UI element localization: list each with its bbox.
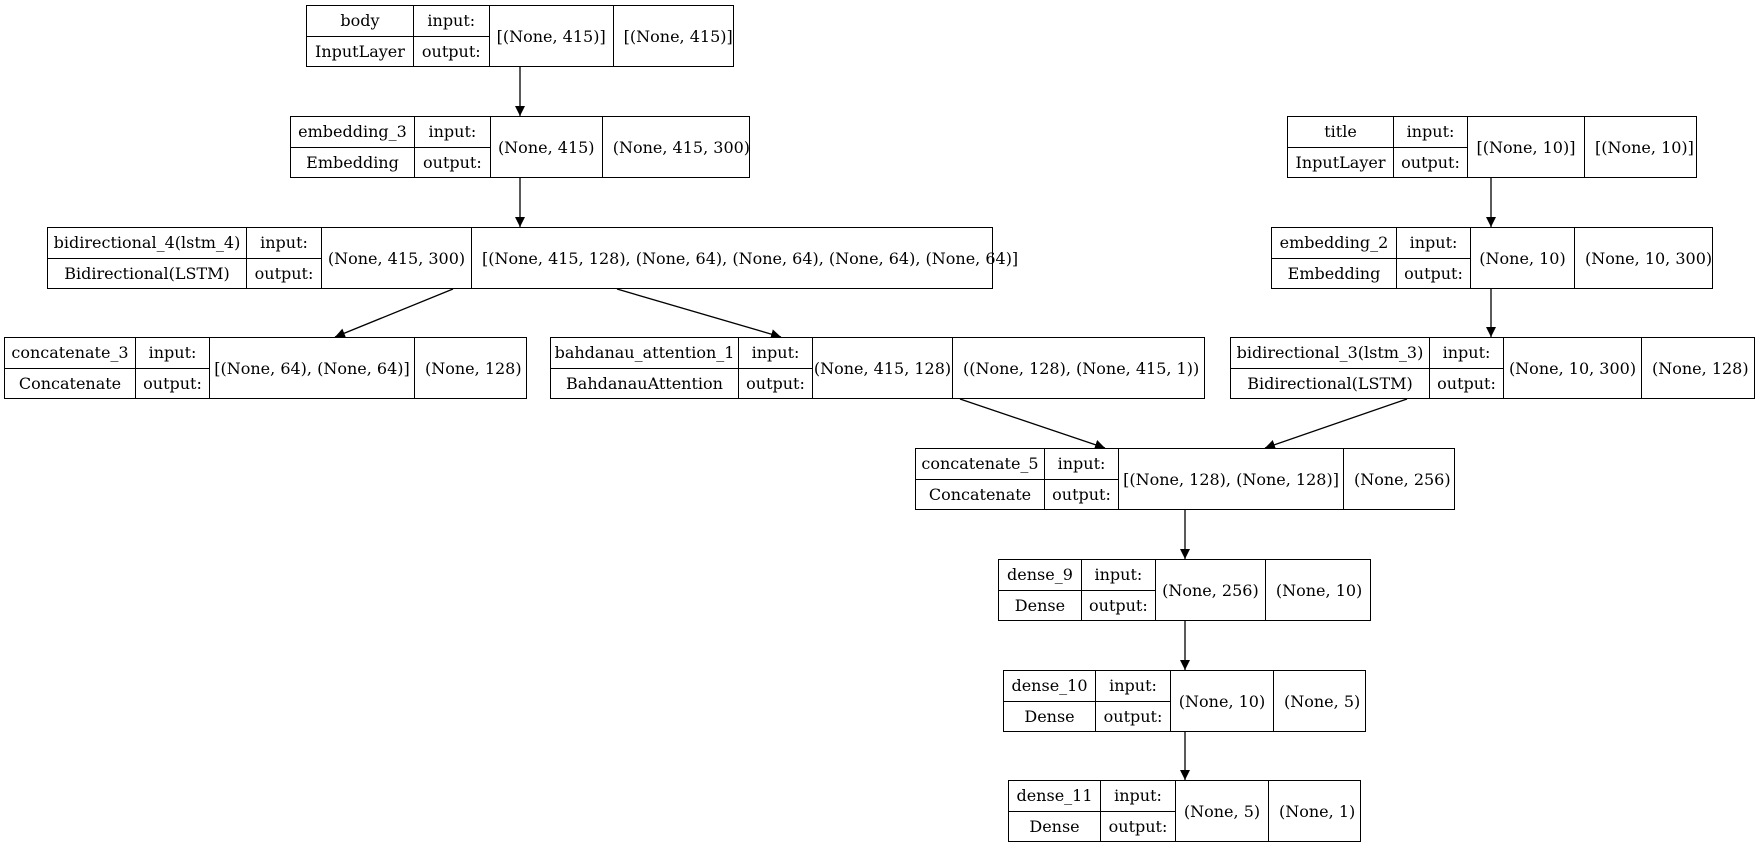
edge-bidi4-to-concat3 xyxy=(334,288,454,338)
layer-node-bahdanau-attention-1[interactable]: bahdanau_attention_1 BahdanauAttention i… xyxy=(550,337,1205,399)
layer-type: Dense xyxy=(1029,816,1080,836)
output-shape: [(None, 415, 128), (None, 64), (None, 64… xyxy=(482,248,1019,268)
input-label: input: xyxy=(415,117,490,148)
input-shape: (None, 5) xyxy=(1176,781,1269,841)
layer-node-bidirectional-4[interactable]: bidirectional_4(lstm_4) Bidirectional(LS… xyxy=(47,227,1018,289)
layer-node-dense-10[interactable]: dense_10 Dense input: output: (None, 10)… xyxy=(1003,670,1366,732)
input-label: input: xyxy=(1081,560,1155,591)
input-shape: [(None, 415)] xyxy=(490,6,614,66)
input-shape: (None, 10) xyxy=(1471,228,1575,288)
layer-node-dense-9[interactable]: dense_9 Dense input: output: (None, 256)… xyxy=(998,559,1371,621)
layer-name: dense_11 xyxy=(1009,781,1100,812)
input-shape: (None, 10) xyxy=(1171,671,1274,731)
layer-node-concatenate-3[interactable]: concatenate_3 Concatenate input: output:… xyxy=(4,337,527,399)
output-shape: (None, 1) xyxy=(1279,801,1356,821)
output-label: output: xyxy=(421,41,481,61)
output-shape: (None, 10) xyxy=(1275,580,1363,600)
layer-type: Dense xyxy=(1024,706,1075,726)
layer-type: Dense xyxy=(1014,595,1066,615)
output-label: output: xyxy=(1404,263,1463,283)
input-label: input: xyxy=(1394,117,1467,148)
output-shape: ((None, 128), (None, 415, 1)) xyxy=(963,358,1200,378)
layer-name: dense_10 xyxy=(1004,671,1095,702)
layer-name: concatenate_5 xyxy=(916,449,1044,480)
layer-name: body xyxy=(307,6,413,37)
layer-name: concatenate_3 xyxy=(5,338,135,369)
layer-type: Bidirectional(LSTM) xyxy=(1247,373,1413,393)
input-label: input: xyxy=(247,228,321,259)
layer-name: embedding_3 xyxy=(291,117,414,148)
layer-node-bidirectional-3[interactable]: bidirectional_3(lstm_3) Bidirectional(LS… xyxy=(1230,337,1755,399)
layer-type: Concatenate xyxy=(928,484,1032,504)
input-shape: [(None, 64), (None, 64)] xyxy=(210,338,415,398)
output-shape: [(None, 10)] xyxy=(1595,137,1694,157)
layer-name: bahdanau_attention_1 xyxy=(551,338,738,369)
output-label: output: xyxy=(746,373,805,393)
layer-node-body[interactable]: body InputLayer input: output: [(None, 4… xyxy=(306,5,734,67)
layer-node-concatenate-5[interactable]: concatenate_5 Concatenate input: output:… xyxy=(915,448,1455,510)
output-label: output: xyxy=(143,373,202,393)
output-label: output: xyxy=(1089,595,1148,615)
layer-type: BahdanauAttention xyxy=(566,373,723,393)
output-shape: (None, 415, 300) xyxy=(612,137,751,157)
edge-attn1-to-concat5 xyxy=(959,398,1106,450)
input-shape: (None, 415) xyxy=(491,117,603,177)
input-shape: (None, 256) xyxy=(1156,560,1266,620)
output-label: output: xyxy=(1437,373,1496,393)
output-shape: (None, 128) xyxy=(425,358,522,378)
output-label: output: xyxy=(1103,706,1163,726)
input-shape: [(None, 10)] xyxy=(1468,117,1585,177)
layer-name: embedding_2 xyxy=(1272,228,1396,259)
output-label: output: xyxy=(1108,816,1168,836)
output-label: output: xyxy=(1052,484,1111,504)
layer-node-dense-11[interactable]: dense_11 Dense input: output: (None, 5) … xyxy=(1008,780,1361,842)
output-shape: (None, 10, 300) xyxy=(1585,248,1713,268)
input-label: input: xyxy=(413,6,489,37)
output-label: output: xyxy=(254,263,314,283)
output-shape: [(None, 415)] xyxy=(623,26,733,46)
input-label: input: xyxy=(1045,449,1118,480)
layer-name: bidirectional_3(lstm_3) xyxy=(1231,338,1429,369)
input-shape: [(None, 128), (None, 128)] xyxy=(1119,449,1344,509)
output-shape: (None, 5) xyxy=(1284,691,1361,711)
layer-type: Bidirectional(LSTM) xyxy=(64,263,230,283)
input-label: input: xyxy=(1397,228,1470,259)
layer-type: Concatenate xyxy=(18,373,122,393)
layer-name: dense_9 xyxy=(999,560,1081,591)
output-shape: (None, 256) xyxy=(1354,469,1451,489)
output-label: output: xyxy=(423,152,482,172)
layer-node-embedding-3[interactable]: embedding_3 Embedding input: output: (No… xyxy=(290,116,750,178)
output-shape: (None, 128) xyxy=(1652,358,1749,378)
output-label: output: xyxy=(1401,152,1460,172)
layer-node-embedding-2[interactable]: embedding_2 Embedding input: output: (No… xyxy=(1271,227,1713,289)
input-label: input: xyxy=(1096,671,1170,702)
input-shape: (None, 415, 128) xyxy=(813,338,953,398)
input-label: input: xyxy=(1101,781,1175,812)
input-shape: (None, 415, 300) xyxy=(322,228,472,288)
edge-bidi3-to-concat5 xyxy=(1264,398,1408,450)
layer-name: title xyxy=(1288,117,1393,148)
input-label: input: xyxy=(136,338,209,369)
layer-type: InputLayer xyxy=(315,41,405,61)
input-label: input: xyxy=(739,338,812,369)
layer-type: Embedding xyxy=(306,152,399,172)
input-label: input: xyxy=(1430,338,1503,369)
layer-type: InputLayer xyxy=(1295,152,1386,172)
layer-type: Embedding xyxy=(1287,263,1381,283)
layer-node-title[interactable]: title InputLayer input: output: [(None, … xyxy=(1287,116,1697,178)
input-shape: (None, 10, 300) xyxy=(1504,338,1642,398)
layer-name: bidirectional_4(lstm_4) xyxy=(48,228,246,259)
edge-bidi4-to-attn1 xyxy=(616,288,782,339)
